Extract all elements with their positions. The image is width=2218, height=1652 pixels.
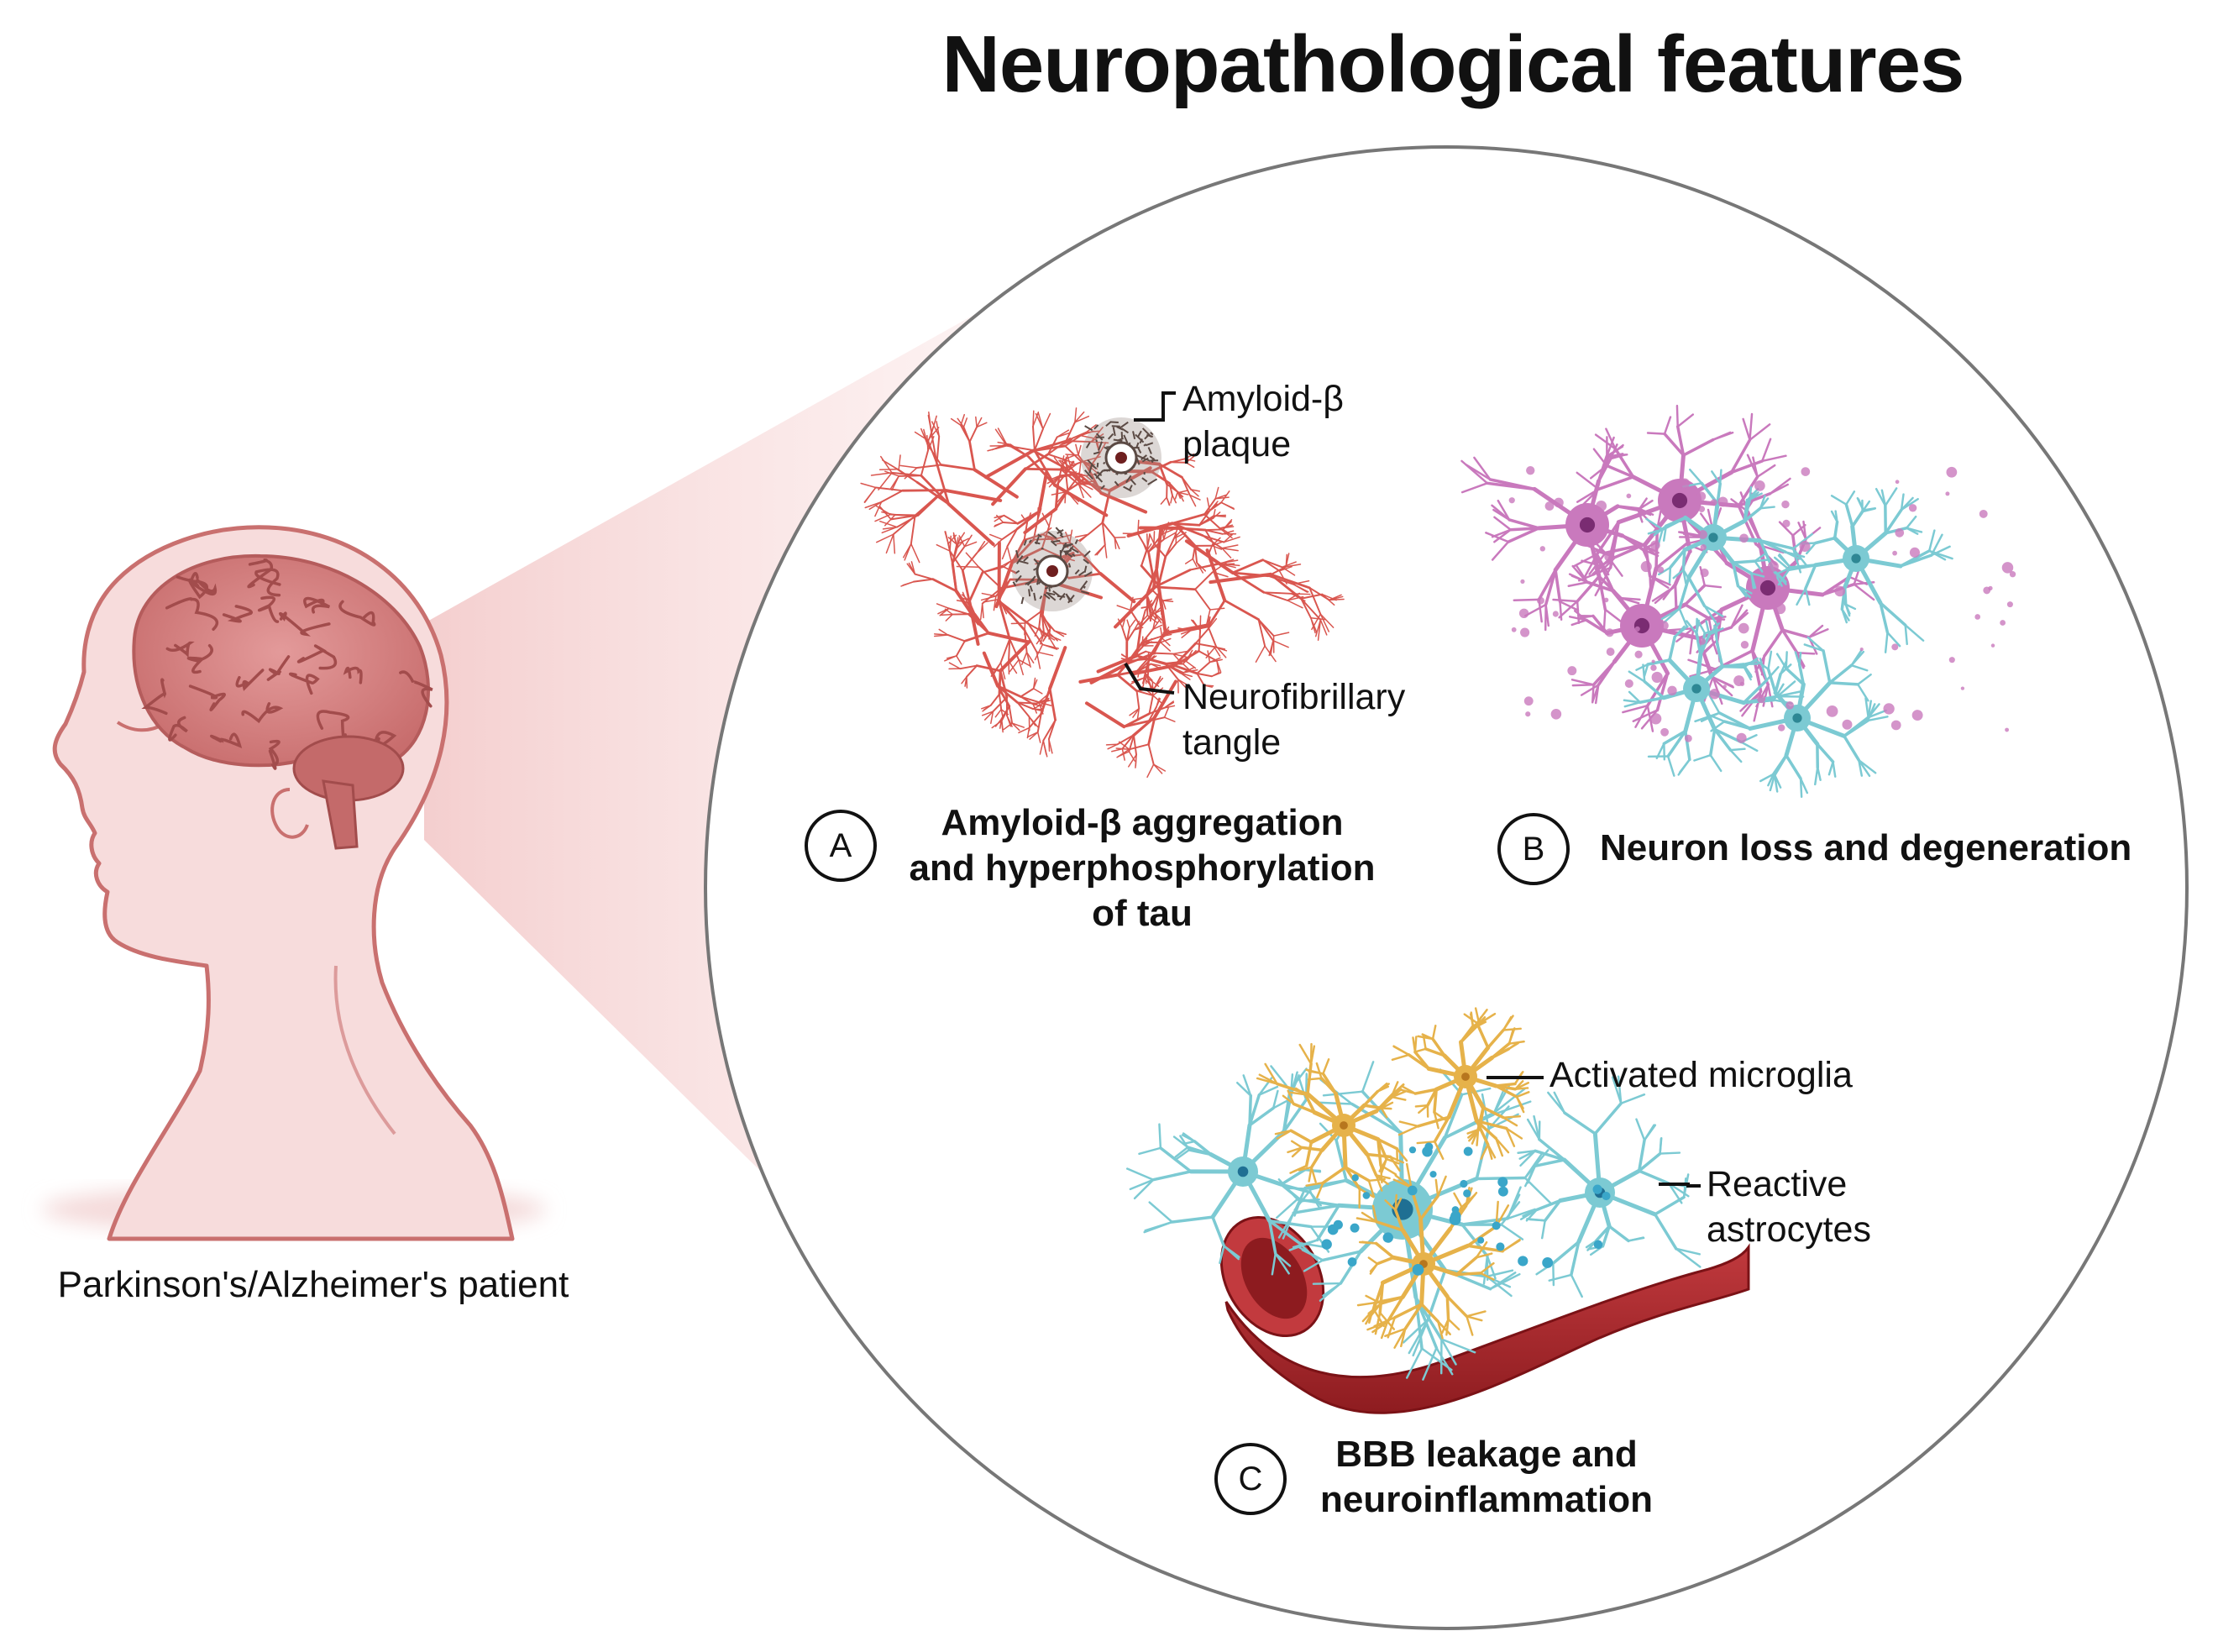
plaque-leader-line: [1134, 391, 1176, 422]
astrocytes-label-line-2: astrocytes: [1707, 1209, 1871, 1250]
tangle-label: Neurofibrillary tangle: [1182, 674, 1405, 765]
degenerating-neurons: [1460, 404, 2016, 798]
brain-icon: [132, 553, 433, 850]
amyloid-plaque-1: [1081, 417, 1161, 498]
tangle-label-line-1: Neurofibrillary: [1182, 677, 1406, 717]
tau-tangle-network: [860, 407, 1345, 779]
tangle-label-line-2: tangle: [1182, 722, 1282, 763]
neck-line: [333, 965, 396, 1135]
amyloid-plaque-2: [1012, 527, 1093, 611]
plaque-label-line-1: Amyloid-β: [1182, 379, 1344, 419]
panel-c-heading-line-1: BBB leakage and: [1335, 1434, 1638, 1475]
brainstem: [322, 779, 359, 850]
astrocytes-label: Reactive astrocytes: [1707, 1162, 1871, 1252]
ear: [270, 788, 309, 839]
page-title: Neuropathological features: [941, 19, 1965, 109]
zoom-circle: [704, 145, 2189, 1630]
panel-b-heading: Neuron loss and degeneration: [1600, 827, 2132, 868]
plaque-label: Amyloid-β plaque: [1182, 376, 1344, 467]
panel-b-badge: B: [1497, 813, 1570, 885]
panel-a-badge: A: [805, 810, 877, 882]
astrocytes-label-line-1: Reactive: [1707, 1164, 1848, 1204]
microglia-label: Activated microglia: [1549, 1055, 1853, 1095]
panel-a-heading-line-2: and hyperphosphorylation: [909, 847, 1376, 889]
panel-c-heading-line-2: neuroinflammation: [1319, 1479, 1654, 1520]
patient-head-illustration: [42, 525, 546, 1241]
plaque-label-line-2: plaque: [1182, 424, 1292, 464]
astrocytes-leader-line: [1659, 1183, 1701, 1188]
panel-c-badge: C: [1214, 1443, 1287, 1515]
panel-a-heading-line-1: Amyloid-β aggregation: [941, 802, 1344, 843]
glial-cells: [1125, 1007, 1702, 1381]
panel-c-heading: BBB leakage and neuroinflammation: [1285, 1432, 1688, 1523]
tangle-leader-line: [1124, 662, 1175, 695]
panel-a-heading: Amyloid-β aggregation and hyperphosphory…: [882, 800, 1403, 936]
panel-a-heading-line-3: of tau: [1092, 893, 1193, 934]
patient-caption: Parkinson's/Alzheimer's patient: [57, 1264, 569, 1305]
